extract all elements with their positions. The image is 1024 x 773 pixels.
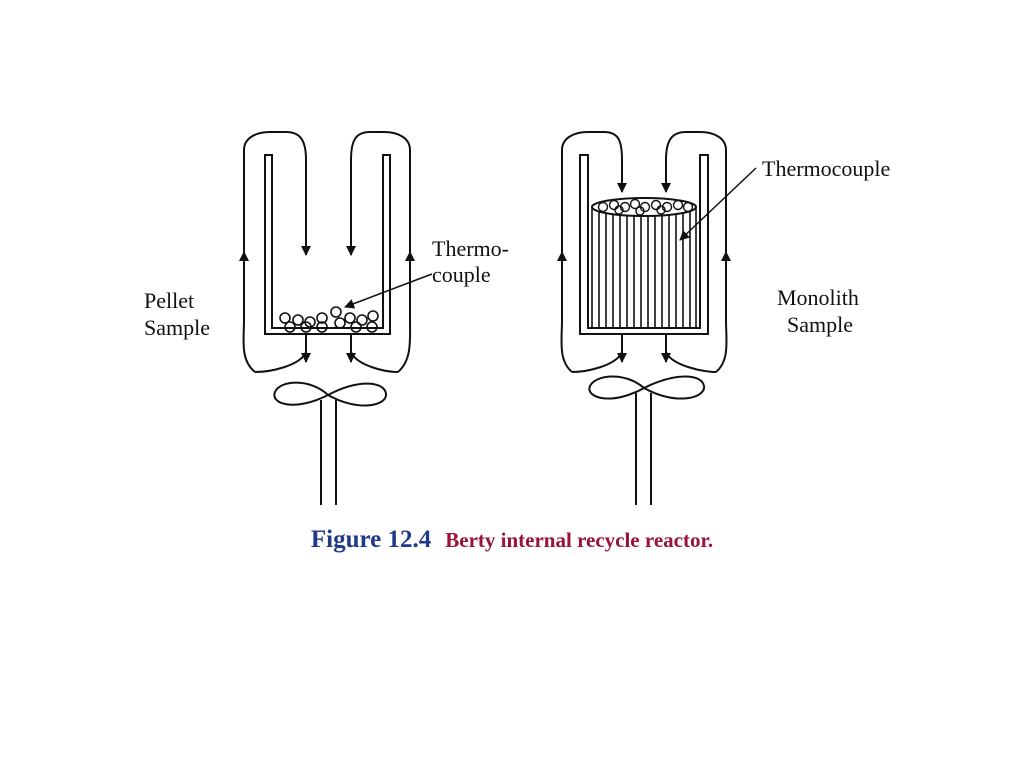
monolith-label-1: Monolith xyxy=(777,285,859,310)
pellet-label-1: Pellet xyxy=(144,288,194,313)
left-basket xyxy=(264,154,391,335)
pellet-label-2: Sample xyxy=(144,315,210,340)
monolith-top-pores xyxy=(597,198,694,216)
left-recycle-loop-right xyxy=(350,131,412,373)
left-thermocouple-label-1: Thermo- xyxy=(432,236,509,261)
pellet-reactor xyxy=(239,131,433,505)
right-recycle-loop xyxy=(560,131,623,373)
figure-caption: Figure 12.4 Berty internal recycle reacto… xyxy=(0,526,1024,554)
left-recycle-loop xyxy=(242,131,307,373)
right-recycle-loop-right xyxy=(665,131,728,373)
left-thermocouple-label-2: couple xyxy=(432,262,491,287)
right-thermocouple-label: Thermocouple xyxy=(762,156,890,181)
monolith-reactor xyxy=(557,131,757,505)
left-impeller xyxy=(273,381,387,407)
monolith-label-2: Sample xyxy=(787,312,853,337)
figure-title: Berty internal recycle reactor xyxy=(445,528,708,552)
figure-period: . xyxy=(707,528,714,552)
monolith-channels xyxy=(591,207,697,328)
figure-number: Figure 12.4 xyxy=(310,526,432,553)
pellets xyxy=(279,306,379,333)
right-impeller xyxy=(588,375,705,400)
